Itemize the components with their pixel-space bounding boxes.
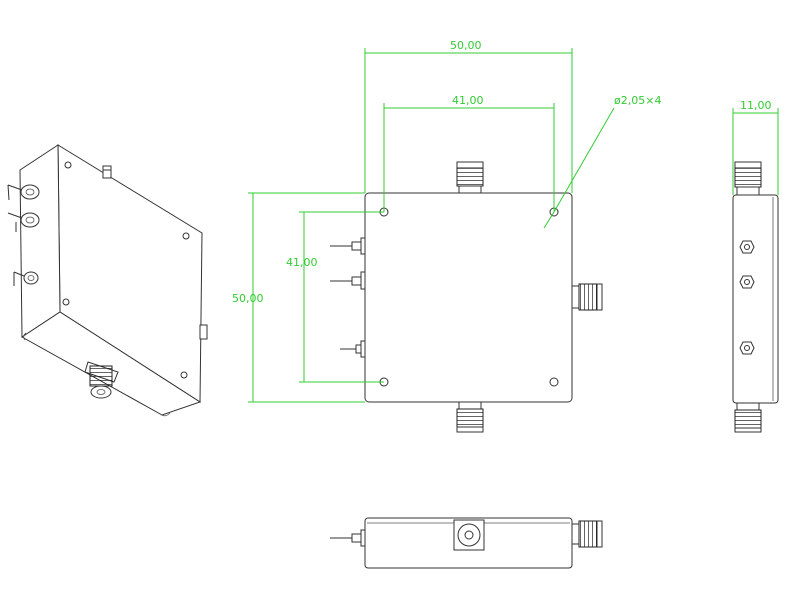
front-body — [364, 192, 573, 403]
dimension-thickness: 11,00 — [732, 99, 779, 195]
side-bottom-sma-connector-icon — [734, 402, 762, 433]
iso-pin-terminal-icon — [7, 184, 40, 201]
mounting-hole-icon — [549, 377, 559, 387]
dimension-hole-spacing-width: 41,00 — [383, 94, 555, 212]
dim-overall-height-label: 50,00 — [232, 292, 264, 305]
hex-nut-icon — [739, 275, 755, 289]
hex-nut-icon — [739, 240, 755, 254]
pin-terminal-icon — [330, 271, 366, 290]
hex-nut-icon — [739, 341, 755, 355]
dimension-hole-callout: ø2,05×4 — [543, 94, 661, 229]
bottom-right-sma-connector-icon — [571, 520, 603, 548]
iso-mounting-hole-icon — [180, 371, 188, 379]
dimension-overall-height: 50,00 — [232, 192, 365, 403]
iso-mounting-hole-icon — [62, 298, 70, 306]
pin-terminal-icon — [330, 237, 366, 255]
dim-thickness-label: 11,00 — [740, 99, 772, 112]
dimension-overall-width: 50,00 — [364, 39, 573, 193]
right-sma-connector-icon — [571, 283, 603, 311]
dim-hole-spacing-width-label: 41,00 — [452, 94, 484, 107]
pin-terminal-icon — [340, 340, 366, 358]
bottom-sma-connector-icon — [456, 401, 484, 433]
front-view: 50,00 41,00 ø2,05×4 50,00 41,00 — [232, 39, 661, 433]
top-sma-connector-icon — [456, 161, 484, 194]
iso-sma-connector-icon — [102, 165, 112, 179]
iso-pin-terminal-icon — [7, 212, 40, 232]
bottom-pin-terminal-icon — [330, 529, 366, 547]
dim-hole-spacing-height-label: 41,00 — [286, 256, 318, 269]
iso-mounting-hole-icon — [64, 161, 72, 169]
side-body — [732, 194, 779, 404]
iso-pin-terminal-icon — [13, 271, 39, 286]
bottom-view — [330, 517, 603, 569]
iso-left-face — [19, 144, 61, 338]
side-view: 11,00 — [732, 99, 779, 433]
iso-sma-connector-icon — [199, 324, 208, 340]
dim-overall-width-label: 50,00 — [450, 39, 482, 52]
dim-hole-callout-label: ø2,05×4 — [614, 94, 661, 107]
dimension-hole-spacing-height: 41,00 — [286, 211, 384, 383]
bottom-center-sma-connector-icon — [453, 519, 485, 551]
isometric-view — [7, 144, 208, 417]
iso-sma-connector-icon — [84, 361, 119, 399]
side-top-sma-connector-icon — [734, 161, 762, 196]
iso-bottom-face — [21, 311, 202, 416]
iso-mounting-hole-icon — [182, 232, 190, 240]
